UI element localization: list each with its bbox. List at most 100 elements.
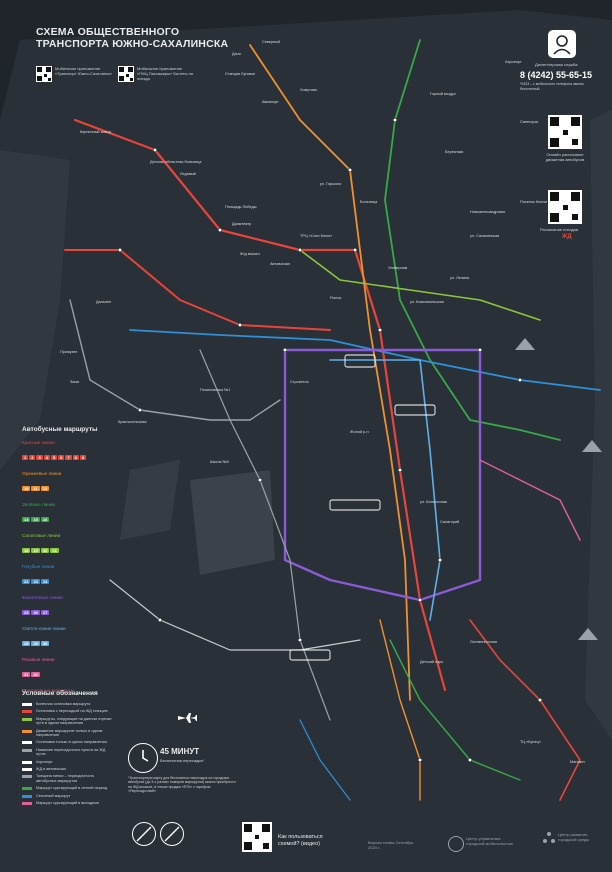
route-category-name: Фиолетовые линии [22,595,63,600]
legend-symbol-icon [22,717,32,721]
stop-label: Ж/д вокзал [240,252,260,256]
route-number-badge[interactable]: 25 [22,610,31,615]
route-number-badge[interactable]: 27 [40,610,50,615]
stop-dot [257,477,263,483]
stop-label: Аэропорт [505,60,522,64]
app-qr-code[interactable] [36,66,52,82]
route-number-badge[interactable]: 14 [22,517,31,522]
stop-dot [477,347,483,353]
train-brand: ЖД [562,234,572,240]
legend-item: Сезонный маршрут [22,794,114,798]
route-number-badge[interactable]: 7 [65,455,72,460]
route-number-badge[interactable]: 6 [58,455,65,460]
stop-label: Больница [360,200,378,204]
org2-label: Центр развития городской среды [558,832,590,842]
route-line-red-2 [64,249,331,331]
stop-dot [397,467,403,473]
route-number-badge[interactable]: 8 [72,455,79,460]
stop-dot [417,597,423,603]
video-qr-code[interactable] [242,822,272,852]
dispatch-note: *0333 – с мобильного телефона звонок бес… [520,82,584,91]
route-line-grey [69,299,281,421]
stop-dot [392,117,398,123]
route-line-pink [479,459,581,541]
legend-item-label: Остановка только в одном направлении [36,740,107,745]
route-line-skyblue [329,359,441,621]
route-line-orange-2 [379,619,421,801]
stop-dot [347,167,353,173]
route-number-badge[interactable]: 5 [50,455,58,460]
route-line-lime [299,249,541,321]
park-area-2 [120,460,180,540]
route-number-badge[interactable]: 4 [43,455,50,460]
stop-label: Станция Луговое [225,72,256,76]
route-number-badge[interactable]: 32 [31,672,40,677]
map-version: Версия схемы Сентябрь 2024 г. [368,840,414,850]
stop-dot [537,697,543,703]
route-number-badge[interactable]: 2 [29,455,36,460]
stop-label: Жилой р-н [350,430,369,434]
stop-dot [152,147,158,153]
route-number-badge[interactable]: 28 [22,641,31,646]
route-category-name: Голубые линии [22,564,55,569]
train-schedule-qr[interactable] [548,190,582,224]
route-category-name: Розовые линии [22,657,55,662]
route-number-badge[interactable]: 9 [79,455,87,460]
route-number-badge[interactable]: 23 [31,579,40,584]
route-number-badge[interactable]: 11 [31,486,40,491]
route-number-badge[interactable]: 31 [22,672,31,677]
legend-item-label: Маршрут курсирующий в летний период [36,786,108,791]
stop-label: Детская областная больница [150,160,202,164]
route-line-grey-2 [199,349,331,721]
no-food-icon [160,822,184,846]
route-number-badge[interactable]: 1 [22,455,29,460]
app1-label: Мобильное приложение «Транспорт Южно-Сах… [55,66,113,76]
stop-label: Красносельская [118,420,147,424]
route-number-badge[interactable]: 20 [40,548,50,553]
route-category-name: Салатовые линии [22,533,61,538]
route-number-badge[interactable]: 22 [22,579,31,584]
legend-item-label: Движение маршрутов только в одном направ… [36,728,103,738]
legend-item-label: Толщина линии – периодичность автобусных… [36,774,95,783]
transfer-time: 45 МИНУТ [160,747,200,756]
stop-label: Кирпичный завод [80,130,111,134]
route-number-badge[interactable]: 26 [31,610,40,615]
stop-label: Лиственничная [470,640,497,644]
stop-dot [217,227,223,233]
dispatch-phone[interactable]: 8 (4242) 55-65-15 [520,70,593,80]
tickets-qr-code[interactable] [118,66,134,82]
legend-item: Толщина линии – периодичность автобусных… [22,774,114,783]
route-number-badge[interactable]: 10 [22,486,31,491]
route-number-badge[interactable]: 30 [40,641,50,646]
page-title: СХЕМА ОБЩЕСТВЕННОГО ТРАНСПОРТА ЮЖНО-САХА… [36,26,228,50]
online-schedule-qr[interactable] [548,115,582,149]
stop-label: Рынок [330,296,342,300]
legend-item: Маршрут курсирующий в летний период [22,786,114,791]
legend-item: Название пересадочного пункта на ЖД путя… [22,748,114,757]
stop-dot [237,322,243,328]
route-number-badge[interactable]: 18 [22,548,31,553]
route-number-badge[interactable]: 12 [40,486,50,491]
stop-label: Дальнее [96,300,112,304]
routes-legend-title: Автобусные маршруты [22,426,98,433]
legend-item-label: Конечная остановка маршрута [36,702,91,706]
route-number-badge[interactable]: 3 [36,455,43,460]
stop-dot [157,617,163,623]
transfer-hub [289,649,331,661]
route-number-badge[interactable]: 15 [31,517,40,522]
route-number-badge[interactable]: 21 [50,548,59,553]
route-number-badge[interactable]: 24 [40,579,50,584]
stop-label: ул. Сахалинская [470,234,500,238]
transfer-label: Бесплатная пересадка* [160,758,205,763]
route-line-blue-2 [299,719,351,801]
stop-label: Автовокзал [270,262,291,266]
route-number-badge[interactable]: 19 [31,548,40,553]
stop-dot [517,377,523,383]
route-number-badge[interactable]: 29 [31,641,40,646]
route-number-badge[interactable]: 16 [40,517,50,522]
